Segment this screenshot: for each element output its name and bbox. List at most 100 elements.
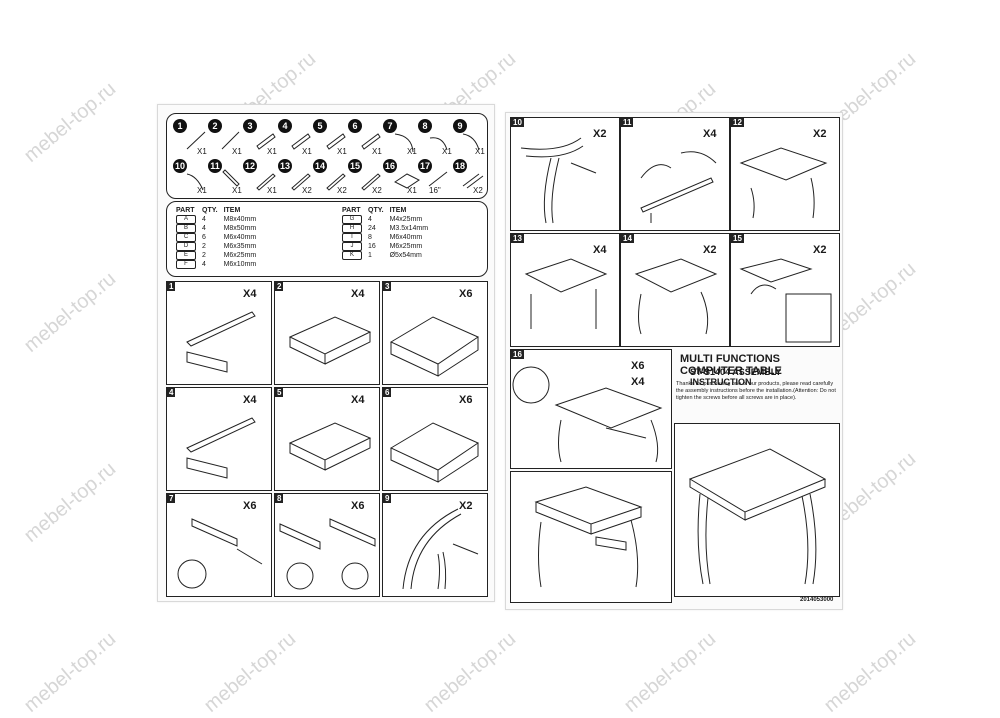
item-cell: M8x50mm	[223, 225, 257, 232]
step-17-panel	[510, 471, 672, 603]
column-header: QTY.	[368, 207, 384, 214]
step-1-panel: 1 X4	[166, 281, 272, 385]
part-qty: X1	[407, 186, 417, 195]
qty-cell: 4	[202, 225, 206, 232]
step-qty: X4	[243, 288, 257, 300]
part-qty: X1	[407, 147, 417, 156]
part-number: 9	[453, 119, 467, 133]
step-2-drawing	[288, 316, 372, 365]
qty-cell: 4	[202, 261, 206, 268]
step-4-drawing	[186, 417, 256, 479]
part-number: 11	[208, 159, 222, 173]
step-3-panel: 3 X6	[382, 281, 488, 385]
item-cell: M3.5x14mm	[389, 225, 429, 232]
step-8-drawing	[279, 518, 376, 590]
watermark-text: mebel-top.ru	[620, 627, 721, 717]
part-qty: X2	[302, 186, 312, 195]
part-qty: X1	[267, 186, 277, 195]
step-qty: X6	[459, 288, 473, 300]
step-number: 9	[383, 494, 392, 503]
step-qty: X4	[703, 128, 717, 140]
step-2-panel: 2 X4	[274, 281, 380, 385]
part-qty: X1	[337, 147, 347, 156]
step-10-panel: 10 X2	[510, 117, 620, 231]
qty-cell: 8	[368, 234, 372, 241]
part-qty: X1	[232, 147, 242, 156]
part-qty: X1	[197, 147, 207, 156]
step-number: 1	[167, 282, 176, 291]
column-header: ITEM	[223, 207, 241, 214]
column-header: ITEM	[389, 207, 407, 214]
part-number: 4	[278, 119, 292, 133]
watermark-text: mebel-top.ru	[20, 457, 121, 547]
part-number: 15	[348, 159, 362, 173]
part-letter: D	[176, 242, 196, 251]
step-number: 2	[275, 282, 284, 291]
part-letter: B	[176, 224, 196, 233]
part-letter: E	[176, 251, 196, 260]
step-9-drawing	[402, 508, 479, 590]
step-number: 5	[275, 388, 284, 397]
step-qty: X2	[459, 500, 473, 512]
part-number: 1	[173, 119, 187, 133]
step-number: 10	[511, 118, 524, 127]
part-qty: X1	[232, 186, 242, 195]
step-qty: X6	[631, 360, 645, 372]
right-instruction-sheet: 10 X2 11 X4 12 X2 13 X4 14 X2 15 X2 16 X…	[505, 112, 843, 610]
column-header: QTY.	[202, 207, 218, 214]
title-block: MULTI FUNCTIONS COMPUTER TABLE ST-S1404 …	[674, 349, 838, 419]
step-number: 15	[731, 234, 744, 243]
watermark-text: mebel-top.ru	[20, 267, 121, 357]
part-number: 18	[453, 159, 467, 173]
qty-cell: 24	[368, 225, 376, 232]
step-12-panel: 12 X2	[730, 117, 840, 231]
step-qty: X2	[593, 128, 607, 140]
step-qty: X4	[243, 394, 257, 406]
part-number: 12	[243, 159, 257, 173]
watermark-text: mebel-top.ru	[20, 627, 121, 717]
part-number: 17	[418, 159, 432, 173]
step-11-drawing	[640, 151, 717, 223]
step-8-panel: 8 X6	[274, 493, 380, 597]
step-qty: X4	[351, 288, 365, 300]
step-number: 8	[275, 494, 284, 503]
item-cell: M6x10mm	[223, 261, 257, 268]
finished-table-drawing	[688, 448, 827, 585]
column-header: PART	[176, 207, 195, 214]
part-qty: X1	[302, 147, 312, 156]
item-cell: M6x25mm	[223, 252, 257, 259]
step-qty: X4	[631, 376, 645, 388]
step-qty: X4	[593, 244, 607, 256]
step-qty: X2	[703, 244, 717, 256]
step-qty: X6	[459, 394, 473, 406]
part-number: 8	[418, 119, 432, 133]
parts-drawings	[186, 131, 484, 191]
step-number: 13	[511, 234, 524, 243]
model-subtitle: ST-S1404 ASSEMBLY INSTRUCTION	[690, 367, 782, 387]
step-number: 14	[621, 234, 634, 243]
step-14-panel: 14 X2	[620, 233, 730, 347]
part-letter: H	[342, 224, 362, 233]
step-number: 12	[731, 118, 744, 127]
step-number: 6	[383, 388, 392, 397]
step-7-panel: 7 X6	[166, 493, 272, 597]
step-qty: X4	[351, 394, 365, 406]
product-title: MULTI FUNCTIONS COMPUTER TABLE	[680, 353, 782, 377]
part-number: 5	[313, 119, 327, 133]
part-qty: X1	[475, 147, 485, 156]
qty-cell: 2	[202, 252, 206, 259]
table-header-row: PART QTY. ITEM	[339, 206, 431, 215]
item-cell: M8x40mm	[223, 216, 257, 223]
step-number: 3	[383, 282, 392, 291]
step-6-panel: 6 X6	[382, 387, 488, 491]
part-number: 6	[348, 119, 362, 133]
step-4-panel: 4 X4	[166, 387, 272, 491]
parts-list-panel: 1 2 3 4 5 6 7 8 9 X1 X1 X1 X1 X1 X1 X1 X…	[166, 113, 488, 199]
part-qty: X1	[442, 147, 452, 156]
